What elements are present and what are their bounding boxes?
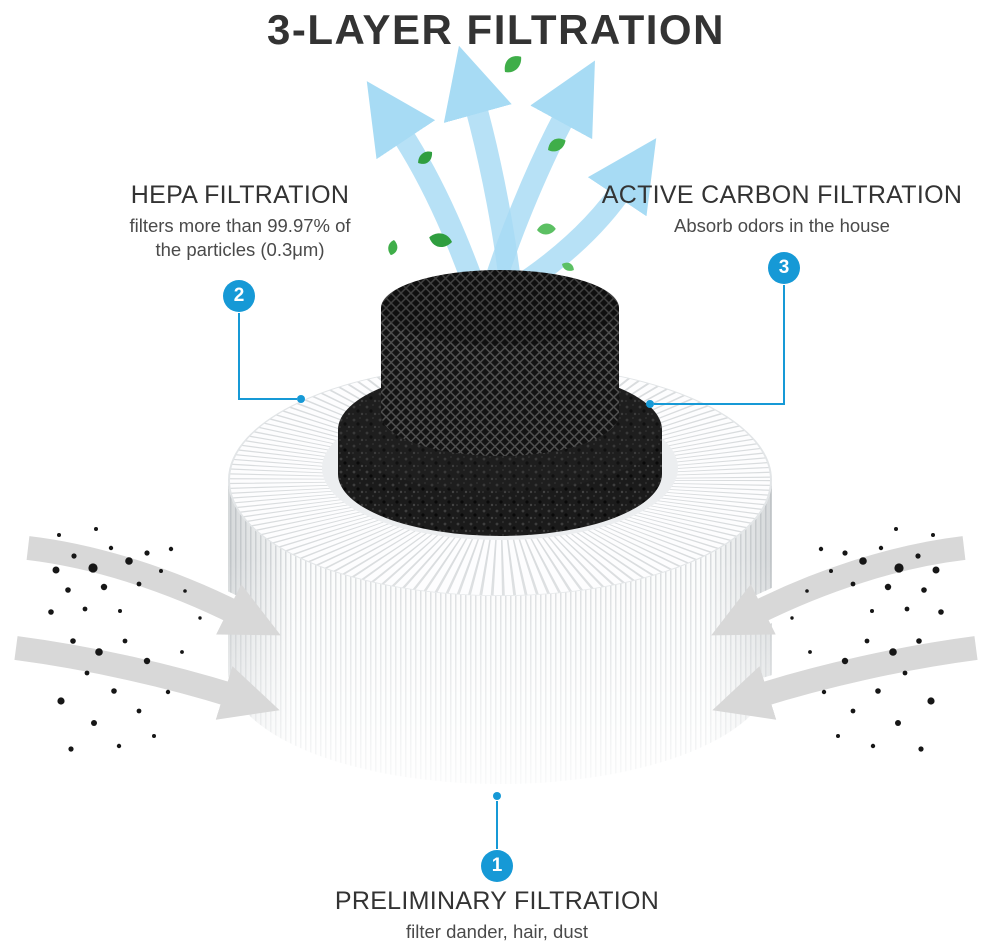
carbon-connector-dot <box>646 400 654 408</box>
intake-arrow <box>711 536 966 636</box>
hepa-connector-line <box>238 313 297 400</box>
carbon-step-badge: 3 <box>768 252 800 284</box>
intake-arrows-right <box>711 532 979 720</box>
leaf-icon <box>536 221 557 237</box>
connector-lines <box>238 285 785 849</box>
preliminary-connector-dot <box>493 792 501 800</box>
dust-particles-left <box>48 527 202 752</box>
hepa-connector-dot <box>297 395 305 403</box>
carbon-filtration-desc: Absorb odors in the house <box>674 215 890 236</box>
intake-arrows-left <box>13 532 281 720</box>
page-title: 3-LAYER FILTRATION <box>267 6 725 53</box>
intake-arrow <box>712 636 978 720</box>
intake-arrow <box>14 636 280 720</box>
preliminary-filtration-label: PRELIMINARY FILTRATION <box>334 887 660 915</box>
callout-carbon: ACTIVE CARBON FILTRATION Absorb odors in… <box>600 181 964 238</box>
preliminary-mesh-layer <box>381 270 619 456</box>
intake-arrow <box>26 536 281 636</box>
hepa-filtration-desc-line2: the particles (0.3μm) <box>155 239 325 261</box>
callout-hepa: HEPA FILTRATION filters more than 99.97%… <box>58 181 422 263</box>
hepa-pleated-layer <box>205 363 795 806</box>
carbon-connector-line <box>654 285 785 405</box>
hepa-step-badge: 2 <box>223 280 255 312</box>
dust-particles-right <box>790 527 944 752</box>
preliminary-filtration-desc: filter dander, hair, dust <box>405 921 589 942</box>
hepa-filtration-desc-line1: filters more than 99.97% of <box>129 215 351 236</box>
hepa-filtration-label: HEPA FILTRATION <box>130 181 350 209</box>
carbon-filtration-label: ACTIVE CARBON FILTRATION <box>601 181 963 209</box>
callout-preliminary: PRELIMINARY FILTRATION filter dander, ha… <box>315 887 679 944</box>
leaf-icon <box>500 53 526 75</box>
preliminary-step-badge: 1 <box>481 850 513 882</box>
